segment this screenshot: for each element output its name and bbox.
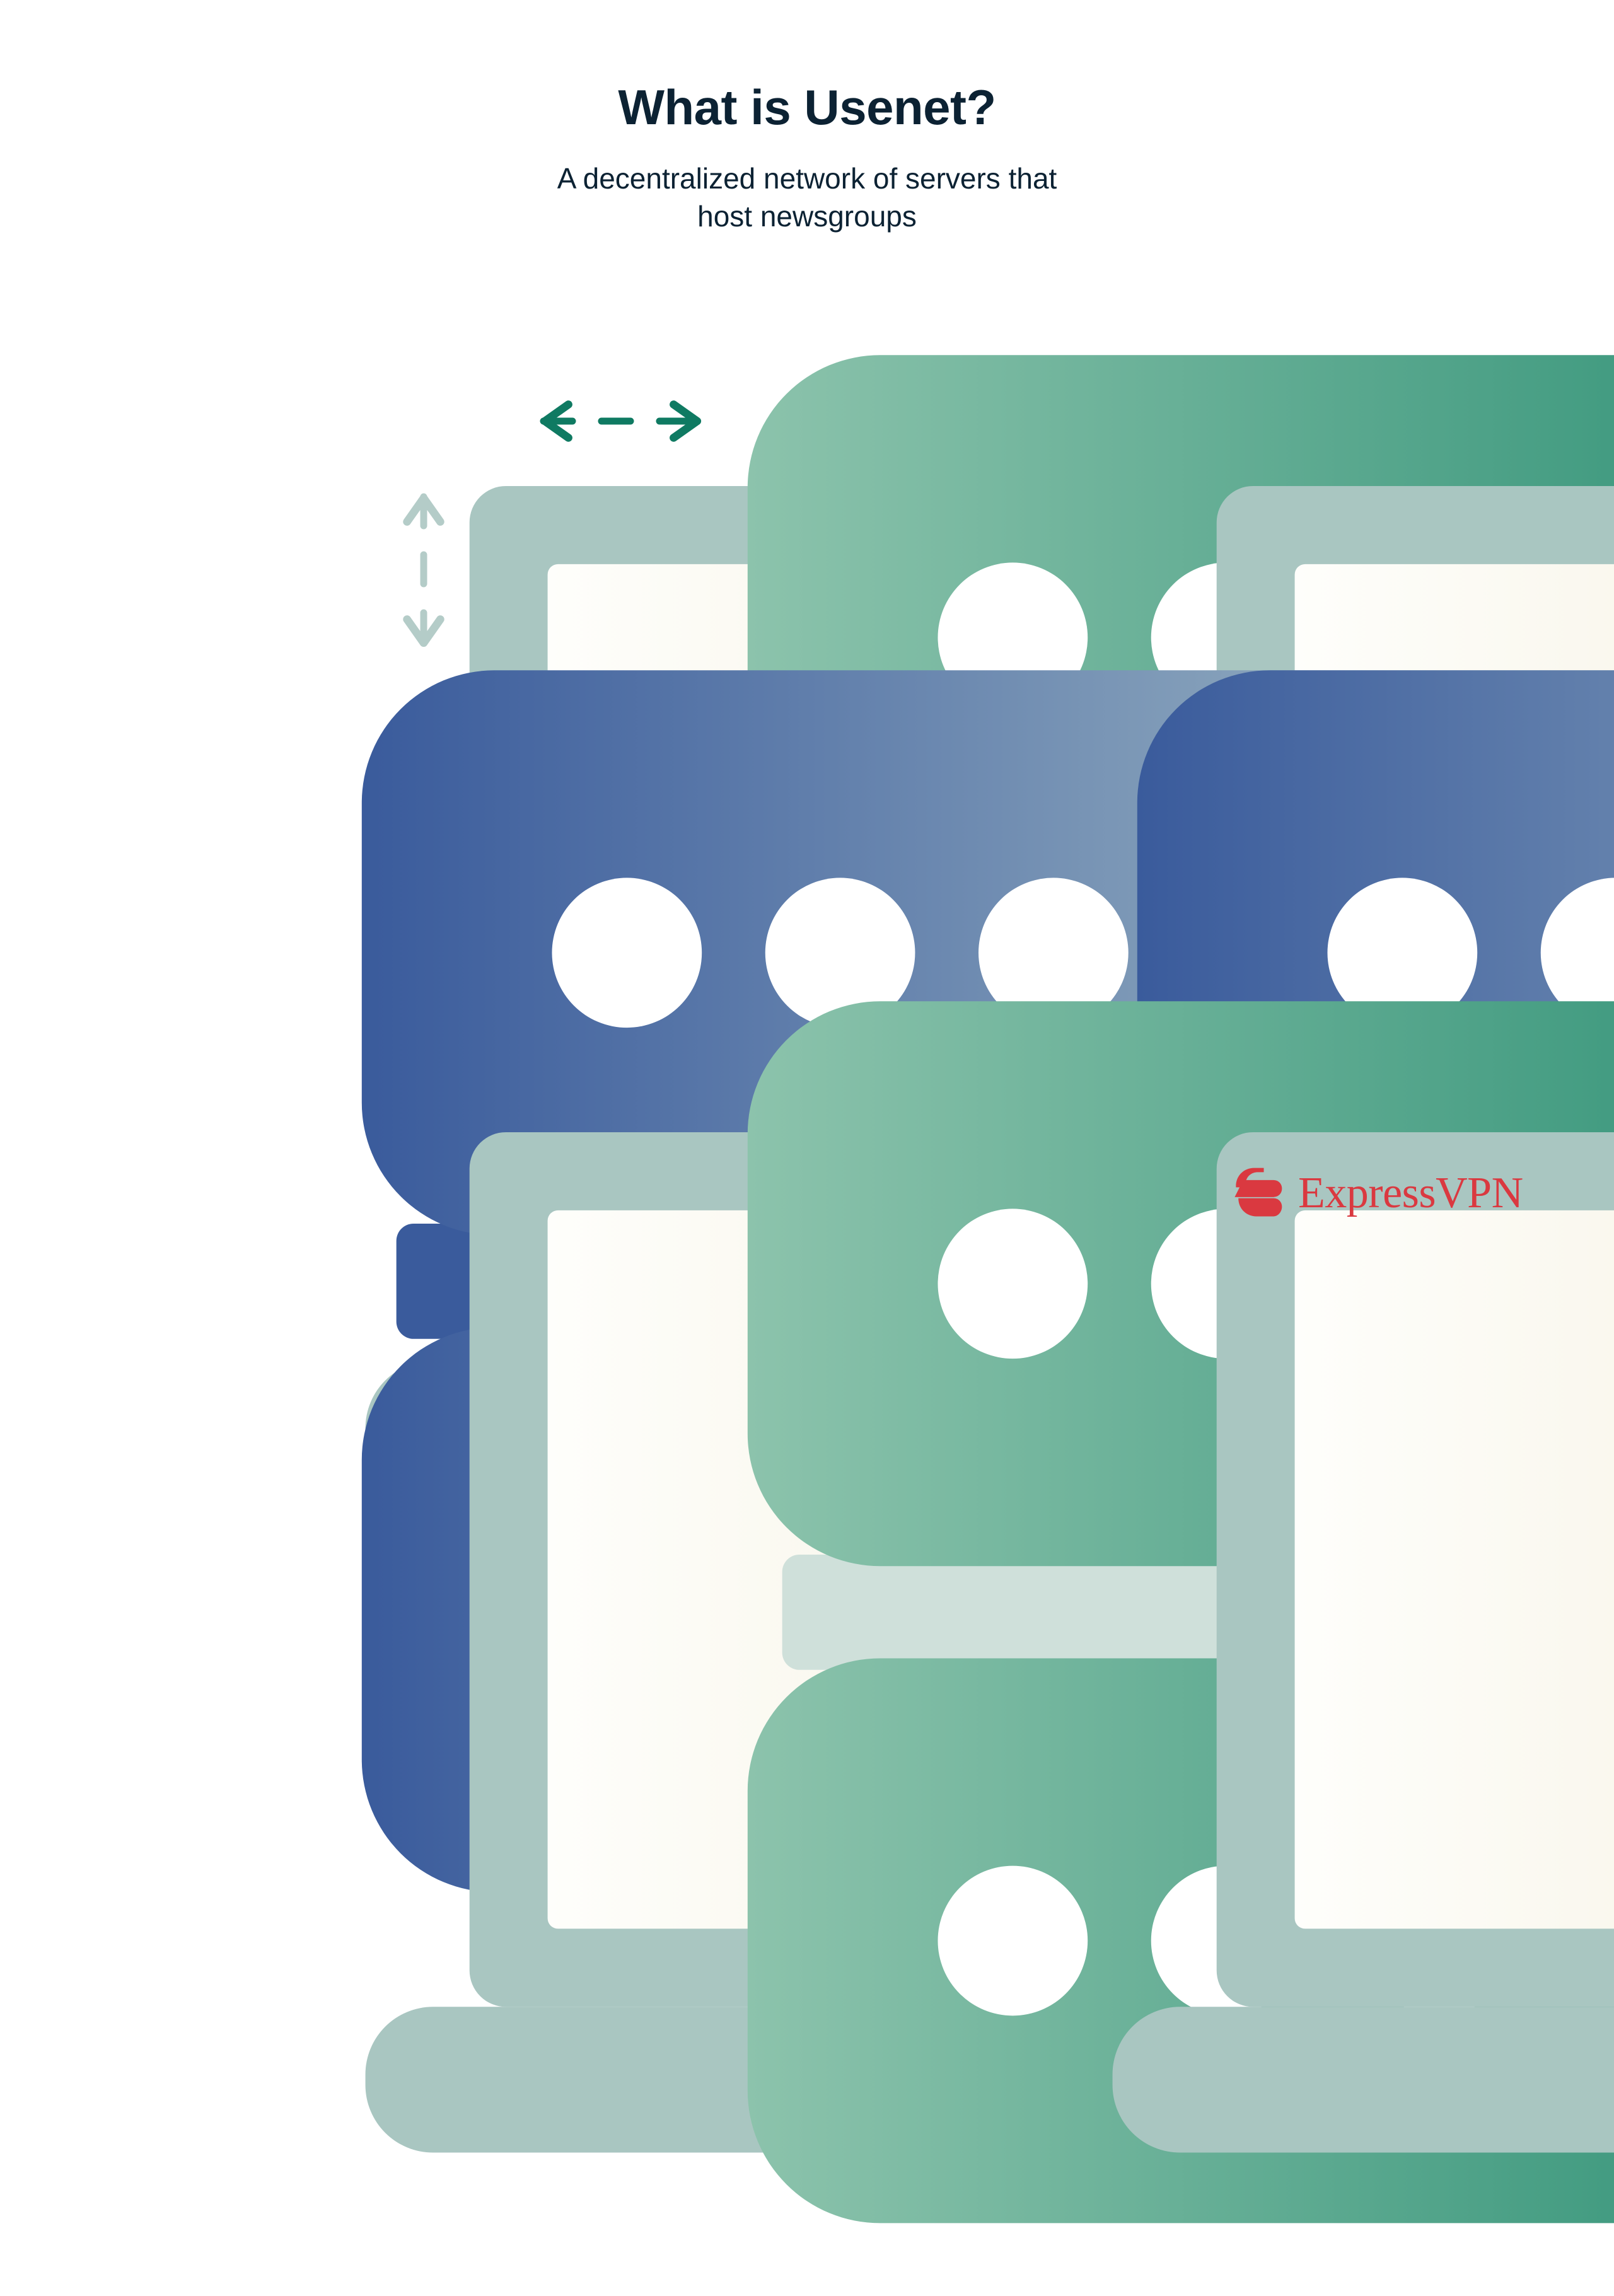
page-title: What is Usenet? xyxy=(618,79,996,135)
subtitle-line-2: host newsgroups xyxy=(697,199,917,233)
network-diagram xyxy=(361,355,1614,2224)
header: What is Usenet? A decentralized network … xyxy=(0,79,1614,236)
brand-wordmark: ExpressVPN xyxy=(1298,1169,1523,1217)
infographic-page: What is Usenet? A decentralized network … xyxy=(0,79,1614,2224)
expressvpn-e-mark-icon xyxy=(1231,1168,1282,1217)
subtitle-line-1: A decentralized network of servers that xyxy=(557,161,1057,195)
page-subtitle: A decentralized network of servers that … xyxy=(0,160,1614,236)
expressvpn-logo[interactable]: ExpressVPN xyxy=(1226,1163,1523,1224)
